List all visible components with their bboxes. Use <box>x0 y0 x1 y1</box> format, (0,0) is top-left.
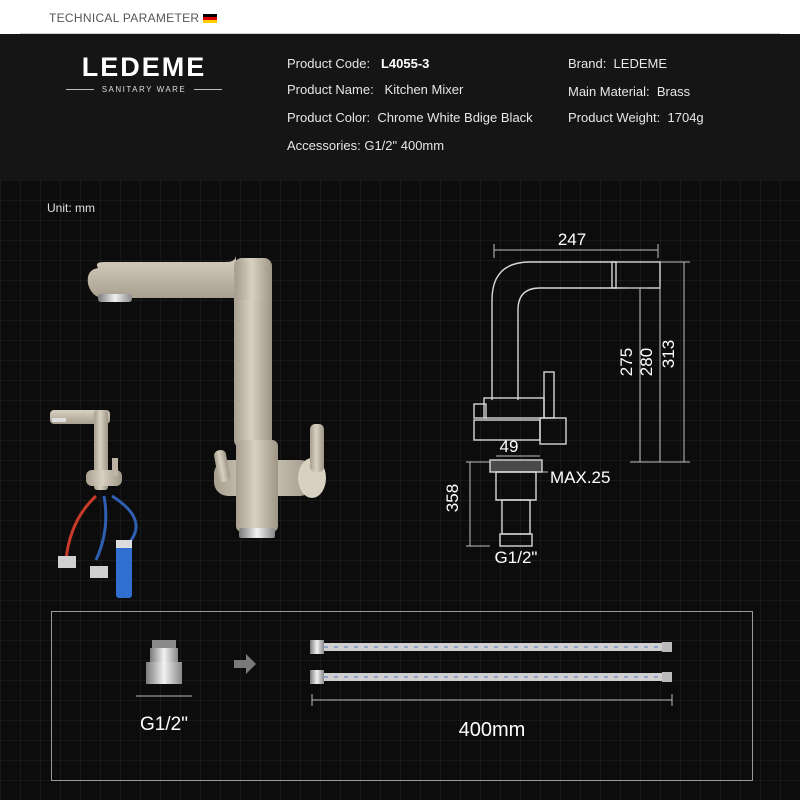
accessories-panel <box>51 611 753 781</box>
spec-value: LEDEME <box>613 56 668 71</box>
connector-label: G1/2" <box>140 714 188 735</box>
brand-logo: LEDEME SANITARY WARE <box>64 52 224 94</box>
spec-accessories: Accessories: G1/2" 400mm <box>287 138 444 153</box>
spec-value: Kitchen Mixer <box>384 82 464 97</box>
spec-value: 1704g <box>667 110 704 125</box>
dim-width-label: 247 <box>558 230 586 249</box>
spec-header <box>0 34 800 180</box>
hose-length-label: 400mm <box>459 719 526 741</box>
logo-tagline: SANITARY WARE <box>101 85 187 94</box>
dim-thread-label: G1/2" <box>495 548 538 567</box>
top-bar: TECHNICAL PARAMETER <box>0 0 800 34</box>
faucet-photo <box>87 255 326 538</box>
dim-base-label: 49 <box>500 437 519 456</box>
top-bar-divider <box>20 33 780 34</box>
connector-fitting <box>136 640 192 697</box>
top-bar-title: TECHNICAL PARAMETER <box>49 11 200 25</box>
spec-product-code: Product Code: L4055-3 <box>287 56 429 71</box>
logo-wordmark: LEDEME <box>81 52 207 82</box>
spec-value: Chrome White Bdige Black <box>377 110 533 125</box>
dim-height-275-label: 275 <box>617 348 636 376</box>
unit-label: Unit: mm <box>47 201 95 215</box>
dimension-lines <box>466 244 690 547</box>
spec-label: Product Weight: <box>568 110 661 125</box>
spec-value: G1/2" 400mm <box>364 138 445 153</box>
spec-brand: Brand: LEDEME <box>568 56 667 71</box>
dim-height-280-label: 280 <box>637 348 656 376</box>
spec-weight: Product Weight: 1704g <box>568 110 704 125</box>
spec-label: Product Name: <box>287 82 374 97</box>
spec-label: Product Color: <box>287 110 371 125</box>
spec-label: Brand: <box>568 56 607 71</box>
spec-product-name: Product Name: Kitchen Mixer <box>287 82 463 97</box>
germany-flag-icon <box>203 14 217 23</box>
logo-rule-left <box>65 89 94 90</box>
dim-max-label: MAX.25 <box>550 468 610 487</box>
spec-value: L4055-3 <box>380 56 430 71</box>
braided-hoses <box>310 640 673 706</box>
logo-tagline-row: SANITARY WARE <box>64 85 224 94</box>
dim-shank-label: 358 <box>443 484 462 512</box>
spec-label: Main Material: <box>568 84 650 99</box>
spec-product-color: Product Color: Chrome White Bdige Black <box>287 110 533 125</box>
dim-height-313-label: 313 <box>659 340 678 368</box>
spec-label: Product Code: <box>287 56 371 71</box>
spec-material: Main Material: Brass <box>568 84 690 99</box>
spec-value: Brass <box>656 84 691 99</box>
spec-label: Accessories: <box>287 138 361 153</box>
installation-illustration <box>50 410 138 598</box>
logo-rule-right <box>194 89 223 90</box>
technical-line-drawing <box>473 261 661 547</box>
arrow-icon <box>234 654 256 674</box>
